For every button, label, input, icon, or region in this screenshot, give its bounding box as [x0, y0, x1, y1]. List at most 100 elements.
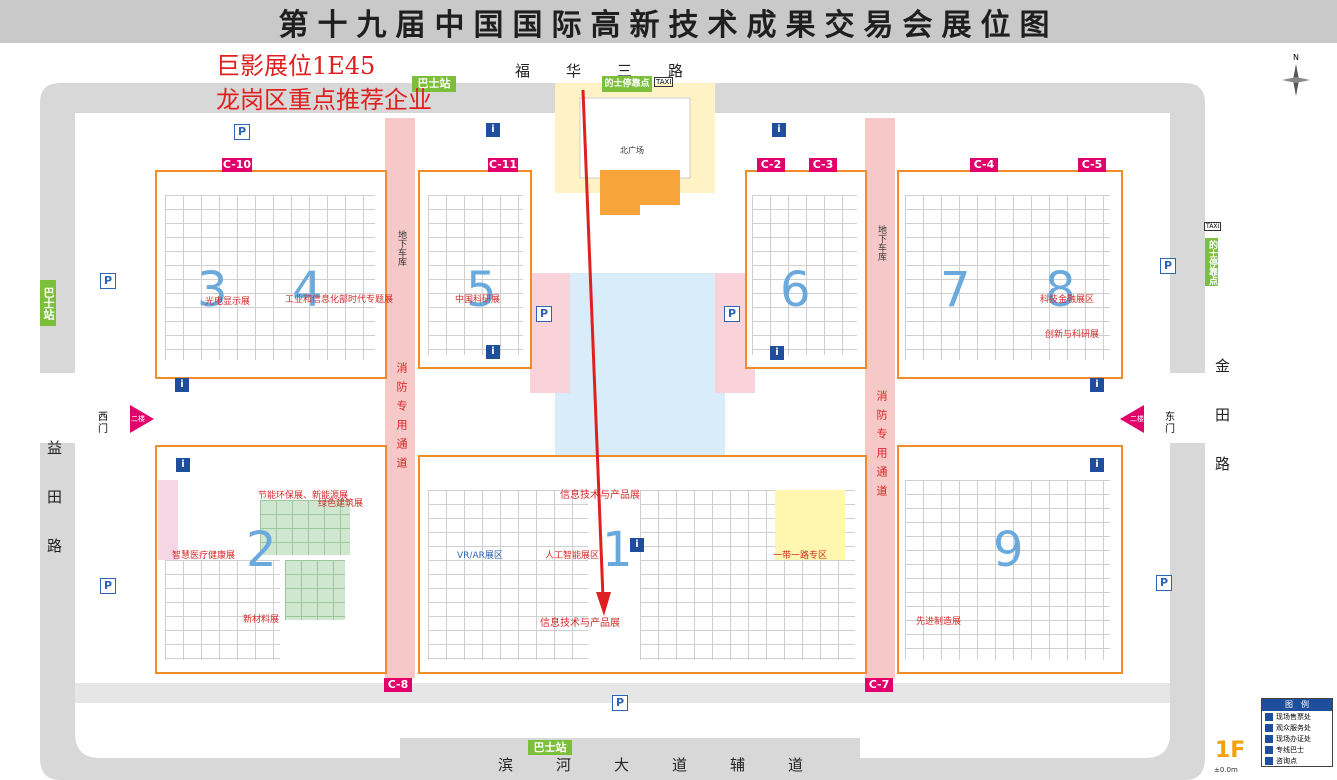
- gate-c11[interactable]: C-11: [488, 158, 518, 172]
- gate-c5[interactable]: C-5: [1078, 158, 1106, 172]
- zone-sci-fin: 科技金融展区: [1040, 295, 1095, 305]
- gate-c7[interactable]: C-7: [865, 678, 893, 692]
- floor-label: 1F: [1215, 738, 1246, 763]
- road-south: 滨 河 大 道 辅 道: [498, 756, 818, 774]
- info-icon: i: [772, 123, 786, 137]
- hall-number-9: 9: [993, 522, 1024, 578]
- annotation-booth: 巨影展位1E45: [216, 52, 376, 80]
- info-icon: i: [1090, 458, 1104, 472]
- svg-text:N: N: [1293, 53, 1299, 62]
- parking-icon: P: [612, 695, 628, 711]
- booths-hall-3-4: [165, 195, 375, 360]
- hall-number-4: 4: [292, 262, 323, 318]
- zone-optoelectronics: 光电显示展: [205, 297, 251, 307]
- booths-hall-5: [428, 195, 523, 355]
- parking-icon: P: [724, 306, 740, 322]
- zone-info-products-bottom: 信息技术与产品展: [540, 618, 620, 629]
- map-title: 第十九届中国国际高新技术成果交易会展位图: [278, 7, 1059, 43]
- fire-lane-label-east: 消防专用通道: [875, 390, 888, 504]
- booths-yellow-hall-1: [775, 490, 845, 560]
- info-icon: i: [175, 378, 189, 392]
- booths-hall-6: [752, 195, 857, 355]
- info-icon: i: [486, 123, 500, 137]
- hall-number-3: 3: [197, 262, 228, 318]
- gate-c4[interactable]: C-4: [970, 158, 998, 172]
- zone-innovation: 创新与科研展: [1045, 330, 1100, 340]
- east-gate-label: 东门: [1165, 412, 1175, 435]
- zone-green-building: 绿色建筑展: [318, 499, 364, 509]
- legend-title: 图 例: [1262, 699, 1332, 711]
- east-entry-label: 二楼: [1130, 415, 1144, 423]
- zone-ai: 人工智能展区: [545, 551, 600, 561]
- zone-new-materials: 新材料展: [243, 615, 280, 625]
- hall-number-8: 8: [1045, 262, 1076, 318]
- fire-lane-label-west: 消防专用通道: [395, 362, 408, 476]
- west-entry-arrow-icon: [130, 405, 154, 433]
- booths-pink-west: [158, 480, 178, 560]
- road-east: 金田路: [1213, 358, 1231, 505]
- info-icon: i: [630, 538, 644, 552]
- annotation-enterprise: 龙岗区重点推荐企业: [216, 86, 432, 114]
- road-ring: [40, 83, 1205, 780]
- booths-hall-9: [905, 480, 1110, 660]
- parking-entrance-west: 地下车库: [396, 230, 406, 266]
- road-north: 福 华 三 路: [515, 62, 686, 80]
- hall-number-6: 6: [780, 262, 811, 318]
- info-icon: i: [1090, 378, 1104, 392]
- north-plaza-label: 北广场: [620, 146, 644, 155]
- info-icon: i: [176, 458, 190, 472]
- booths-green-hall-2: [260, 500, 350, 555]
- badge-icon: [1265, 734, 1273, 743]
- gate-c10[interactable]: C-10: [222, 158, 252, 172]
- booths-hall-7-8: [905, 195, 1110, 360]
- parking-icon: P: [1156, 575, 1172, 591]
- booths-hall-1-west: [428, 490, 588, 660]
- west-gate-label: 西门: [98, 412, 108, 435]
- title-bar: 第十九届中国国际高新技术成果交易会展位图: [0, 0, 1337, 43]
- zone-vr: VR/AR展区: [457, 551, 503, 561]
- gate-c8[interactable]: C-8: [384, 678, 412, 692]
- zone-belt-road: 一带一路专区: [773, 551, 828, 561]
- legend: 图 例 现场售票处 观众服务处 现场办证处 专线巴士 咨询点: [1261, 698, 1333, 767]
- zone-china-tech: 中国科研展: [455, 295, 501, 305]
- taxi-sign-east: TAXI: [1204, 222, 1222, 231]
- legend-item: 观众服务处: [1262, 722, 1332, 733]
- bus-icon: [1265, 745, 1273, 754]
- taxi-stop-north: 的士停靠点: [602, 76, 652, 92]
- hall-number-2: 2: [246, 522, 277, 578]
- info-icon: i: [486, 345, 500, 359]
- zone-energy-saving: 节能环保展、新能源展: [258, 491, 349, 501]
- parking-icon: P: [100, 578, 116, 594]
- hall-number-7: 7: [940, 262, 971, 318]
- gate-c2[interactable]: C-2: [757, 158, 785, 172]
- parking-icon: P: [100, 273, 116, 289]
- west-entry-label: 二楼: [131, 415, 145, 423]
- parking-icon: P: [1160, 258, 1176, 274]
- info-icon: i: [770, 346, 784, 360]
- east-entry-arrow-icon: [1120, 405, 1144, 433]
- zone-smart-medical: 智慧医疗健康展: [172, 551, 236, 561]
- fire-lane-east: [865, 118, 895, 678]
- floor-elevation: ±0.0m: [1214, 766, 1238, 774]
- compass-icon: N: [1282, 53, 1310, 96]
- bus-stop-west: 巴士站: [40, 280, 56, 326]
- legend-item: 咨询点: [1262, 755, 1332, 766]
- taxi-stop-east: 的士停靠点: [1205, 238, 1218, 286]
- legend-item: 现场售票处: [1262, 711, 1332, 722]
- bus-stop-south: 巴士站: [528, 740, 572, 755]
- service-icon: [1265, 723, 1273, 732]
- bus-stop-north: 巴士站: [412, 76, 456, 92]
- hall-number-5: 5: [466, 262, 497, 318]
- gate-c3[interactable]: C-3: [809, 158, 837, 172]
- booths-green-hall-2b: [285, 560, 345, 620]
- info-icon: [1265, 756, 1273, 765]
- legend-item: 专线巴士: [1262, 744, 1332, 755]
- taxi-sign-north: TAXI: [654, 77, 674, 87]
- hall-number-1: 1: [602, 522, 633, 578]
- booths-hall-2: [165, 560, 280, 660]
- zone-advanced-mfg: 先进制造展: [916, 617, 962, 627]
- fire-lane-west: [385, 118, 415, 678]
- zone-industrial-internet: 工业和信息化部时代专题展: [285, 295, 394, 305]
- legend-item: 现场办证处: [1262, 733, 1332, 744]
